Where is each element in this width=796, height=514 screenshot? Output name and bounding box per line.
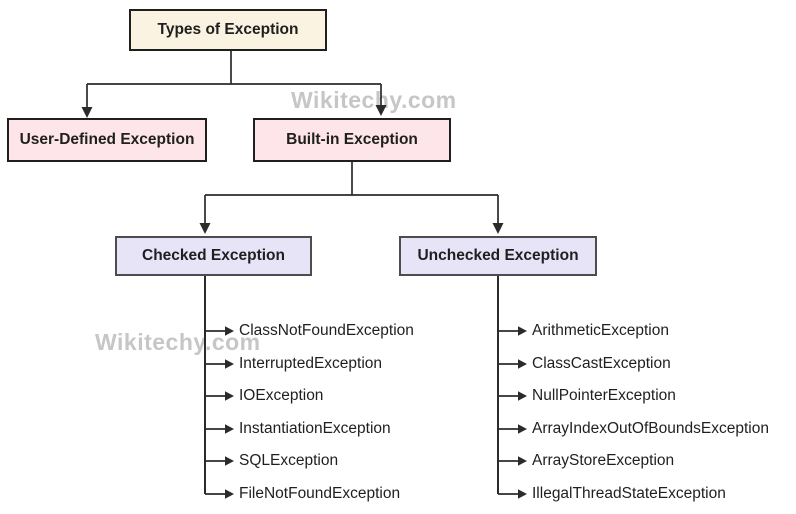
exception-name: ArrayStoreException [532,452,675,469]
arrow-down-icon [81,107,93,118]
arrow-right-icon [205,326,234,336]
exception-name: NullPointerException [532,387,676,404]
arrow-right-icon [498,358,527,369]
arrow-right-icon [205,423,234,434]
exception-name: ArithmeticException [532,322,669,339]
arrow-right-icon [205,358,234,369]
watermark-wikitechy-left: Wikitechy.com [95,329,261,355]
exception-list-item: FileNotFoundException [205,483,400,505]
arrow-down-icon [199,223,211,234]
arrow-right-icon [498,423,527,434]
box-built-in-exception: Built-in Exception [253,118,451,162]
exception-name: ArrayIndexOutOfBoundsException [532,419,769,437]
arrow-right-icon [498,456,527,466]
exception-list-item: IOException [205,385,323,407]
exception-name: ClassNotFoundException [239,322,414,339]
box-unchecked-exception: Unchecked Exception [399,236,597,276]
box-user-defined-exception: User-Defined Exception [7,118,207,162]
arrow-down-icon [492,223,504,234]
exception-list-item: ArrayIndexOutOfBoundsException [498,418,769,440]
arrow-right-icon [205,456,234,466]
arrow-right-icon [205,391,234,401]
exception-name: IllegalThreadStateException [532,484,726,502]
connector-spine-line [497,276,499,494]
exception-list-item: ClassCastException [498,353,671,375]
exception-name: ClassCastException [532,354,671,372]
watermark-wikitechy-top: Wikitechy.com [291,87,457,113]
arrow-down-icon [375,105,387,116]
exception-name: InstantiationException [239,419,391,437]
arrow-right-icon [498,488,527,499]
box-types-of-exception: Types of Exception [129,9,327,51]
connector-spine-line [204,276,206,494]
exception-list-item: IllegalThreadStateException [498,483,726,505]
exception-list-item: ClassNotFoundException [205,320,414,342]
exception-list-item: ArrayStoreException [498,450,674,472]
arrow-right-icon [205,488,234,499]
exception-list-item: ArithmeticException [498,320,669,342]
exception-name: FileNotFoundException [239,484,401,502]
arrow-right-icon [498,326,527,336]
exception-name: IOException [239,387,324,404]
exception-list-item: SQLException [205,450,338,472]
exception-list-item: InterruptedException [205,353,382,375]
arrow-right-icon [498,391,527,401]
exception-list-item: NullPointerException [498,385,676,407]
exception-name: InterruptedException [239,354,383,372]
exception-name: SQLException [239,452,339,469]
exception-list-item: InstantiationException [205,418,391,440]
box-checked-exception: Checked Exception [115,236,312,276]
